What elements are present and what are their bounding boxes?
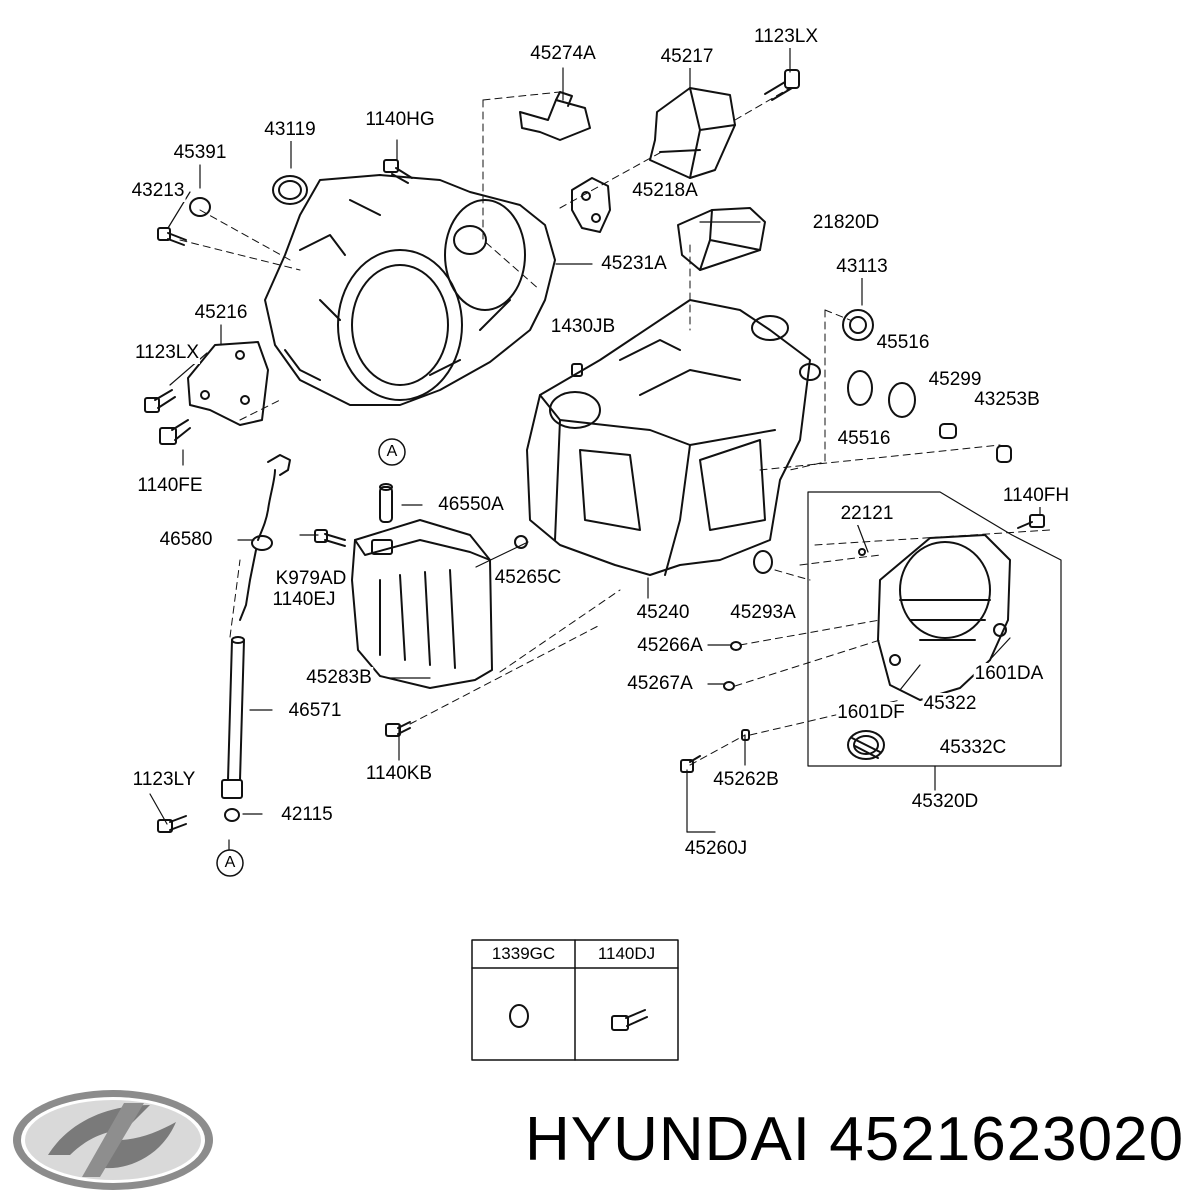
callout-45274A: 45274A [529, 43, 597, 65]
callout-1140KB: 1140KB [364, 763, 434, 785]
bracket-21820D [677, 207, 766, 271]
seal-43113 [842, 309, 874, 341]
bolt-1140FE [159, 419, 191, 445]
bolt-1123LX-top [764, 69, 800, 101]
plug-45262B [741, 729, 750, 741]
bush-43253B [996, 445, 1012, 463]
callout-45262B: 45262B [712, 769, 780, 791]
callout-1140FE: 1140FE [136, 475, 204, 497]
callout-45266A: 45266A [636, 635, 704, 657]
bolt-1123LY [157, 815, 187, 833]
callout-21820D: 21820D [811, 212, 881, 234]
oring-45293A [753, 550, 773, 574]
callout-46550A: 46550A [437, 494, 505, 516]
callout-45265C: 45265C [493, 567, 563, 589]
table-header-1339GC: 1339GC [491, 944, 556, 963]
ref-circle-A-bottom [216, 849, 244, 877]
oring-45391 [189, 197, 211, 217]
callout-45260J: 45260J [683, 838, 749, 860]
callout-45320D: 45320D [910, 791, 980, 813]
bolt-1123LX-left [144, 389, 176, 413]
oring-45516-b [888, 382, 916, 418]
dipstick-46580 [239, 454, 291, 621]
hyundai-logo-icon [13, 1090, 213, 1190]
table-oring-1339GC [509, 1004, 529, 1028]
rear-cover-45320D [877, 534, 1011, 701]
oring-45267A [723, 681, 735, 691]
callout-45231A: 45231A [600, 253, 668, 275]
callout-45516-b: 45516 [836, 428, 892, 450]
seal-43119 [272, 175, 308, 205]
callout-45332C: 45332C [938, 737, 1008, 759]
callout-1140HG: 1140HG [364, 109, 436, 131]
callout-1123LX-left: 1123LX [133, 342, 201, 364]
converter-housing-45231A [264, 174, 556, 406]
callout-45218A: 45218A [631, 180, 699, 202]
plug-22121 [858, 548, 866, 556]
bracket-45217 [649, 87, 736, 179]
parts-table [471, 939, 679, 1061]
oring-45265C [514, 535, 528, 549]
brand-name: HYUNDAI [525, 1105, 812, 1174]
cover-assembly-frame [807, 491, 1062, 767]
callout-45267A: 45267A [626, 673, 694, 695]
bolt-1140HG [383, 159, 413, 184]
callout-43253B: 43253B [973, 389, 1041, 411]
bracket-45218A [571, 177, 611, 233]
callout-1123LY: 1123LY [131, 769, 197, 791]
transaxle-case-45240 [526, 299, 821, 576]
callout-45516-a: 45516 [875, 332, 931, 354]
bolt-1140KB [385, 721, 411, 737]
pipe-46550A [379, 483, 393, 523]
oring-45266A [730, 641, 742, 651]
callout-43119: 43119 [263, 119, 317, 141]
table-bolt-1140DJ [611, 1009, 648, 1031]
callout-1601DA: 1601DA [973, 663, 1045, 685]
callout-45240: 45240 [635, 602, 691, 624]
bush-45299 [939, 423, 957, 439]
bolt-45260J [680, 755, 701, 773]
callout-A-bottom: A [224, 854, 236, 871]
table-header-1140DJ: 1140DJ [597, 944, 656, 963]
callout-45391: 45391 [172, 142, 228, 164]
bolt-K979AD [314, 529, 346, 547]
oil-pan-45283B [351, 519, 493, 689]
cap-45332C [847, 730, 885, 760]
ref-circle-A-top [378, 438, 406, 466]
callout-43113: 43113 [835, 256, 889, 278]
bracket-45274A [519, 91, 591, 141]
callout-42115: 42115 [280, 804, 334, 826]
oring-42115 [224, 808, 240, 822]
callout-22121: 22121 [839, 503, 895, 525]
oring-45516-a [847, 370, 873, 406]
filler-tube-46571 [221, 636, 245, 799]
callout-45322: 45322 [922, 693, 978, 715]
leader-lines [149, 44, 1041, 851]
callout-45299: 45299 [927, 369, 983, 391]
callout-45293A: 45293A [729, 602, 797, 624]
callout-1123LX-top: 1123LX [752, 26, 820, 48]
callout-45283B: 45283B [305, 667, 373, 689]
brand-part-number: 4521623020 [829, 1105, 1185, 1174]
callout-45216: 45216 [193, 302, 249, 324]
callout-46580: 46580 [158, 529, 214, 551]
callout-1430JB: 1430JB [549, 316, 617, 338]
callout-43213: 43213 [130, 180, 186, 202]
bolt-43213 [157, 227, 187, 246]
callout-1140FH: 1140FH [1001, 485, 1071, 507]
callout-45217: 45217 [659, 46, 715, 68]
dashed-guide-lines [179, 87, 1051, 766]
bolt-1140FH [1017, 514, 1045, 529]
callout-K979AD: K979AD [274, 568, 348, 590]
brand-caption: HYUNDAI 4521623020 [525, 1105, 1184, 1175]
callout-46571: 46571 [287, 700, 343, 722]
callout-A-top: A [386, 443, 398, 460]
callout-1601DF: 1601DF [836, 702, 906, 724]
bracket-45216 [187, 341, 269, 426]
callout-1140EJ: 1140EJ [271, 589, 337, 611]
